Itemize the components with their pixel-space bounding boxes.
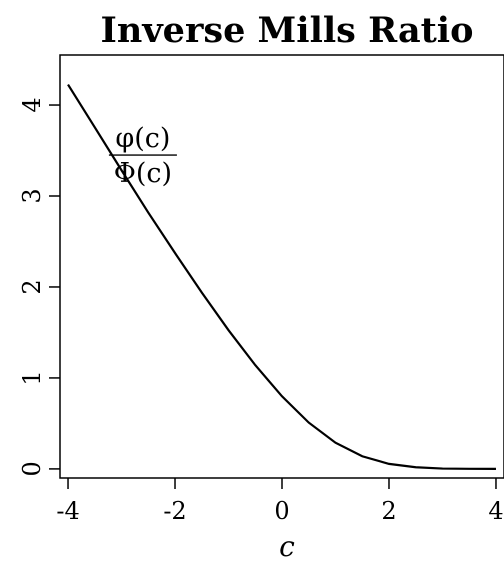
formula-numerator: φ(c) [115, 123, 170, 154]
chart-title: Inverse Mills Ratio [101, 10, 474, 51]
y-axis: 0 1 2 3 4 [18, 97, 60, 477]
y-tick-label: 0 [18, 461, 46, 476]
x-axis: -4 -2 0 2 4 [56, 478, 504, 525]
series-line-inverse-mills [67, 83, 496, 470]
plot-frame [59, 54, 504, 479]
y-tick-label: 4 [18, 97, 46, 112]
x-tick-label: -4 [56, 497, 79, 525]
x-axis-label: c [279, 530, 295, 563]
y-tick-label: 2 [18, 279, 46, 294]
x-tick-label: -2 [163, 497, 186, 525]
x-tick-label: 0 [274, 497, 289, 525]
y-tick-label: 3 [18, 188, 46, 203]
x-tick-label: 2 [381, 497, 396, 525]
x-tick-label: 4 [488, 497, 503, 525]
formula-denominator: Φ(c) [114, 158, 172, 189]
formula-annotation: φ(c) Φ(c) [108, 123, 177, 189]
y-tick-label: 1 [18, 370, 46, 385]
